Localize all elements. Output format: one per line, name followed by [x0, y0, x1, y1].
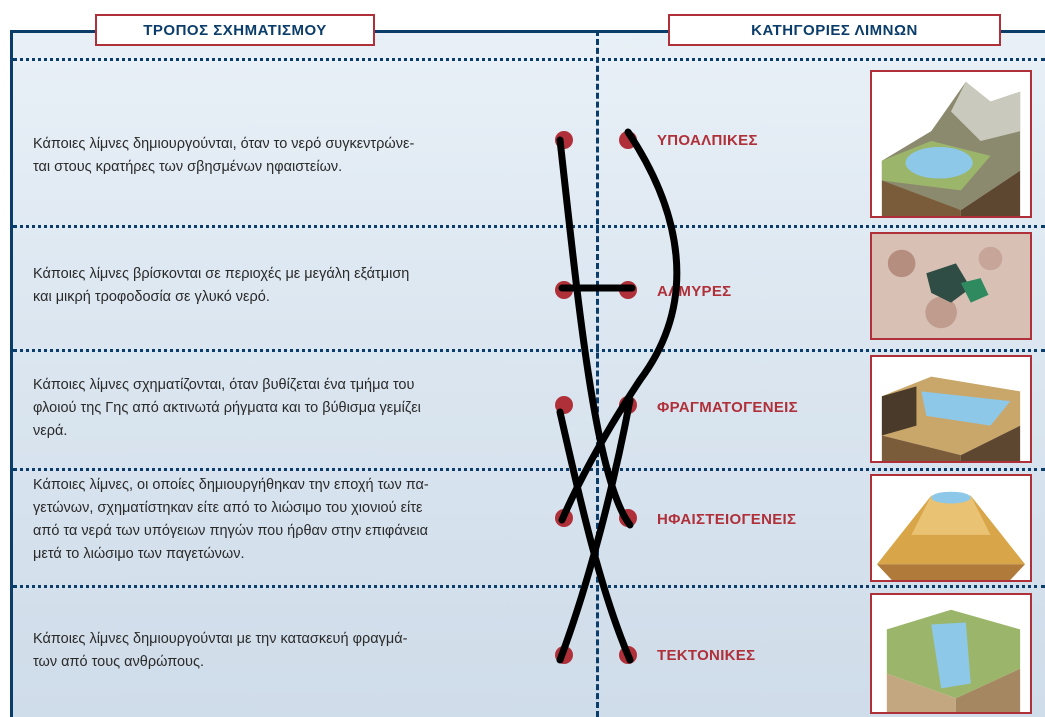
row-2-text: Κάποιες λίμνες βρίσκονται σε περιοχές με… [33, 263, 543, 309]
row-3-text: Κάποιες λίμνες σχηματίζονται, όταν βυθίζ… [33, 374, 543, 443]
text-line: ται στους κρατήρες των σβησμένων ηφαιστε… [33, 159, 343, 175]
salt-lake-image [870, 232, 1032, 340]
row-divider [13, 58, 1045, 61]
category-label-3: ΦΡΑΓΜΑΤΟΓΕΝΕΙΣ [657, 399, 798, 416]
category-label-2: ΑΛΜΥΡΕΣ [657, 283, 732, 300]
match-dot-right-3[interactable] [619, 396, 637, 414]
alpine-lake-image [870, 70, 1032, 218]
text-line: γετώνων, σχηματίστηκαν είτε από το λιώσι… [33, 500, 423, 516]
tectonic-lake-image [870, 593, 1032, 714]
text-line: Κάποιες λίμνες, οι οποίες δημιουργήθηκαν… [33, 477, 429, 493]
text-line: μετά το λιώσιμο των παγετώνων. [33, 546, 245, 562]
row-divider [13, 585, 1045, 588]
category-label-4: ΗΦΑΙΣΤΕΙΟΓΕΝΕΙΣ [657, 511, 797, 528]
text-line: από τα νερά των υπόγειων πηγών που ήρθαν… [33, 523, 429, 539]
text-line: Κάποιες λίμνες δημιουργούνται με την κατ… [33, 631, 408, 647]
match-dot-right-2[interactable] [619, 281, 637, 299]
category-label-1: ΥΠΟΑΛΠΙΚΕΣ [657, 132, 758, 149]
text-line: Κάποιες λίμνες δημιουργούνται, όταν το ν… [33, 136, 415, 152]
match-dot-left-5[interactable] [555, 646, 573, 664]
row-1-text: Κάποιες λίμνες δημιουργούνται, όταν το ν… [33, 133, 543, 179]
text-line: φλοιού της Γης από ακτινωτά ρήγματα και … [33, 400, 421, 416]
column-separator [596, 30, 599, 717]
text-line: νερά. [33, 423, 68, 439]
match-dot-right-4[interactable] [619, 509, 637, 527]
categories-header: ΚΑΤΗΓΟΡΙΕΣ ΛΙΜΝΩΝ [668, 14, 1001, 46]
match-dot-right-5[interactable] [619, 646, 637, 664]
row-4-text: Κάποιες λίμνες, οι οποίες δημιουργήθηκαν… [33, 474, 543, 566]
row-divider [13, 468, 1045, 471]
text-line: των από τους ανθρώπους. [33, 654, 205, 670]
match-dot-left-4[interactable] [555, 509, 573, 527]
match-dot-left-3[interactable] [555, 396, 573, 414]
formation-header: ΤΡΟΠΟΣ ΣΧΗΜΑΤΙΣΜΟΥ [95, 14, 375, 46]
row-5-text: Κάποιες λίμνες δημιουργούνται με την κατ… [33, 628, 543, 674]
text-line: Κάποιες λίμνες σχηματίζονται, όταν βυθίζ… [33, 377, 415, 393]
row-divider [13, 349, 1045, 352]
text-line: Κάποιες λίμνες βρίσκονται σε περιοχές με… [33, 266, 410, 282]
frame-top-border [10, 30, 1045, 33]
match-dot-left-2[interactable] [555, 281, 573, 299]
volcanic-lake-image [870, 474, 1032, 582]
match-dot-right-1[interactable] [619, 131, 637, 149]
row-divider [13, 225, 1045, 228]
dam-lake-image [870, 355, 1032, 463]
category-label-5: ΤΕΚΤΟΝΙΚΕΣ [657, 647, 756, 664]
frame-left-border [10, 30, 13, 717]
match-dot-left-1[interactable] [555, 131, 573, 149]
text-line: και μικρή τροφοδοσία σε γλυκό νερό. [33, 289, 270, 305]
